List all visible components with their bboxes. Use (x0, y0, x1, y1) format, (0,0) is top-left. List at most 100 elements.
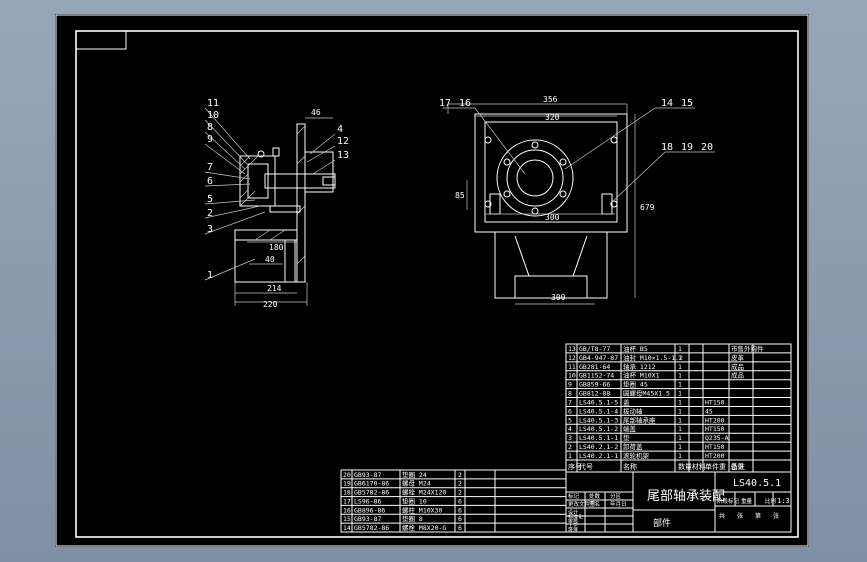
bom-cell: 1 (678, 381, 682, 389)
bom-cell: HT150 (705, 398, 725, 406)
bom-cell: 3 (568, 434, 572, 442)
bom-cell: GB4-947-87 (579, 354, 618, 362)
callout-number: 17 (439, 98, 451, 109)
tb-sheet-label: 张 (773, 512, 779, 520)
tb-stage-label: 阶段标记 (717, 497, 740, 505)
tb-row-label: 签名 (589, 500, 600, 508)
outer-border (55, 14, 809, 547)
tb-stage-label: 比例 (765, 497, 777, 505)
tb-sheet-label: 第 (755, 512, 761, 520)
bom-cell: 1 (568, 452, 572, 460)
bom-cell: 市售外购件 (731, 344, 764, 353)
bom-cell: HT150 (705, 443, 725, 451)
bom-lower-cell: 15 (343, 515, 351, 523)
bom-cell: 1 (678, 416, 682, 424)
bom-lower-cell: 2 (458, 480, 462, 488)
callout-number: 6 (207, 176, 213, 187)
callout-number: 16 (459, 98, 471, 109)
bom-cell: GB859-66 (579, 381, 610, 389)
dimension-label: 220 (263, 300, 278, 309)
bom-lower-cell: 18 (343, 489, 351, 497)
dimension-label: 214 (267, 284, 282, 293)
bom-cell: 1 (678, 354, 682, 362)
bom-cell: 2 (568, 443, 572, 451)
bom-lower-cell: 6 (458, 524, 462, 532)
dimension-label: 320 (545, 113, 560, 122)
bom-header-cell: 材料 (692, 462, 706, 471)
bom-cell: LS40.5.1-4 (579, 407, 618, 415)
bom-lower-cell: 螺母 M24 (402, 479, 431, 488)
bom-cell: 1 (678, 443, 682, 451)
bom-cell: HT200 (705, 452, 725, 460)
bom-lower-cell: 17 (343, 497, 351, 505)
bom-lower-cell: GB5782-86 (354, 489, 389, 497)
bom-cell: Q235-A (705, 434, 729, 442)
bom-cell: 45 (705, 407, 713, 415)
callout-number: 5 (207, 194, 213, 205)
bom-header-cell: 备注 (731, 462, 745, 471)
tb-row-label: 标记 (568, 492, 580, 500)
dimension-label: 300 (545, 213, 560, 222)
tb-sub-label: 审核 (568, 518, 578, 525)
bom-lower-cell: 16 (343, 506, 351, 514)
bom-header-cell: 序号 (568, 462, 582, 471)
dimension-label: 46 (311, 108, 321, 117)
callout-number: 18 (661, 142, 673, 153)
left-section-view (204, 107, 336, 306)
tb-sheet-label: 张 (737, 512, 743, 520)
tb-row-label: 年月日 (610, 500, 627, 508)
bom-lower-cell: 螺柱 M10X30 (402, 505, 442, 514)
bom-lower-cell: 垫圈 10 (402, 496, 427, 505)
callout-number: 1 (207, 270, 213, 281)
bom-cell: LS40.2.1-1 (579, 452, 618, 460)
bom-cell: 4 (568, 425, 572, 433)
callout-number: 8 (207, 122, 213, 133)
title-block: 尾部轴承装配 LS40.5.1 1:3 部件 标记处数分区更改文件号签名年月日设… (565, 471, 792, 534)
bom-cell: LS40.5.1-3 (579, 416, 618, 424)
bom-cell: LS40.5.1-1 (579, 434, 618, 442)
bom-cell: 10 (568, 372, 576, 380)
bom-cell: 1 (678, 363, 682, 371)
bom-cell: 拨动轴 (623, 406, 643, 415)
callout-number: 20 (701, 142, 713, 153)
dimension-label: 356 (543, 95, 558, 104)
drawing-code: LS40.5.1 (733, 478, 781, 489)
bom-lower-cell: 螺栓 M8X20-G (402, 523, 446, 532)
corner-box (75, 30, 127, 50)
scale-text: 1:3 (777, 497, 790, 505)
bom-cell: 轴承 1212 (623, 362, 656, 371)
inner-frame (75, 30, 799, 538)
bom-lower-cell: GB93-87 (354, 515, 381, 523)
bom-cell: LS40.5.1-2 (579, 425, 618, 433)
bom-cell: 7 (568, 398, 572, 406)
bom-lower-cell: 垫圈 24 (402, 470, 427, 479)
tb-row-label: 分区 (610, 492, 622, 500)
bom-cell: GB/T8-77 (579, 345, 610, 353)
bom-lower-cell: 6 (458, 506, 462, 514)
bom-cell: 尾部轴承座 (623, 415, 656, 424)
dimension-label: 679 (640, 203, 655, 212)
bom-cell: 1 (678, 398, 682, 406)
bom-cell: 1 (678, 372, 682, 380)
bom-cell: 1 (678, 407, 682, 415)
tb-stage-label: 重量 (741, 497, 753, 505)
bom-cell: 12 (568, 354, 576, 362)
bom-cell: GB1152-74 (579, 372, 614, 380)
bom-cell: 11 (568, 363, 576, 371)
bom-lower-cell: 6 (458, 515, 462, 523)
bom-cell: 垫圈 45 (623, 380, 648, 389)
bom-header-cell: 代号 (579, 462, 593, 471)
callout-number: 19 (681, 142, 693, 153)
tb-sub-label: 批准 (568, 527, 578, 534)
bom-cell: 6 (568, 407, 572, 415)
bom-cell: 油封 M10×1.5-1.2 (623, 353, 683, 362)
callout-number: 11 (207, 98, 219, 109)
callout-number: 9 (207, 134, 213, 145)
dimension-label: 40 (265, 255, 275, 264)
bom-cell: 1 (678, 345, 682, 353)
